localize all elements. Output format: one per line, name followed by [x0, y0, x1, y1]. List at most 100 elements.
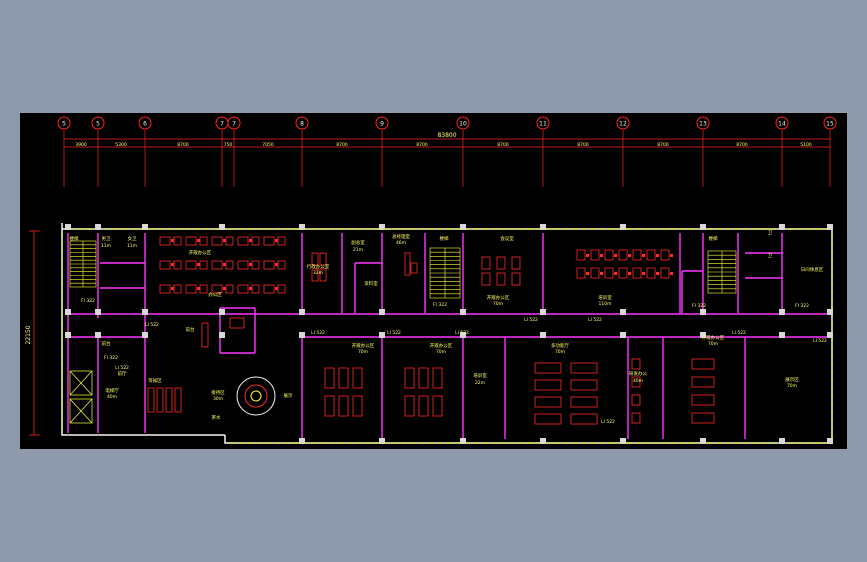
column: [379, 438, 385, 444]
axis-bubble: [775, 116, 789, 130]
axis-bubble: [375, 116, 389, 130]
room-label: 研发办公: [629, 370, 647, 377]
column: [460, 309, 466, 315]
chair: [614, 272, 617, 275]
desk: [159, 260, 171, 270]
desk: [263, 236, 275, 246]
column: [460, 224, 466, 230]
desk: [691, 358, 715, 370]
segment-dimension: 8700: [736, 142, 748, 148]
desk: [237, 260, 249, 270]
room-label: 开敞办公区: [702, 334, 725, 341]
room-label: 行政办公室: [307, 263, 330, 270]
desk: [534, 396, 562, 408]
desk: [618, 249, 628, 261]
axis-label: 8: [300, 121, 304, 128]
desk: [511, 256, 521, 270]
desk: [576, 267, 586, 279]
desk: [251, 284, 260, 294]
column: [299, 332, 305, 338]
room-label: LI 522: [524, 317, 538, 323]
room-label: 展示: [284, 393, 293, 399]
axis-bubble: [57, 116, 71, 130]
room-label: FI 322: [81, 298, 95, 304]
desk: [631, 358, 641, 370]
column: [540, 224, 546, 230]
column: [299, 438, 305, 444]
desk: [534, 362, 562, 374]
chair: [600, 254, 603, 257]
desk: [324, 367, 335, 389]
axis-label: 5: [62, 121, 66, 128]
axis-bubble: [138, 116, 152, 130]
room-label: 46m: [396, 240, 406, 246]
chair: [642, 272, 645, 275]
desk: [352, 367, 363, 389]
column: [779, 309, 785, 315]
segment-dimension: 7050: [262, 142, 274, 148]
desk: [534, 379, 562, 391]
axis-label: 5: [96, 121, 100, 128]
room-label: 30m: [213, 396, 223, 402]
chair: [223, 287, 226, 290]
room-label: 接待区: [211, 389, 225, 396]
room-label: 办公区: [208, 291, 222, 298]
column: [65, 332, 71, 338]
desk: [185, 284, 197, 294]
room-label: 70m: [555, 349, 565, 355]
desk: [251, 236, 260, 246]
desk: [570, 362, 598, 374]
segment-dimension: 8700: [497, 142, 509, 148]
column: [827, 224, 833, 230]
desk: [691, 376, 715, 388]
desk: [618, 267, 628, 279]
segment-dimension: 5100: [800, 142, 812, 148]
room-label: 11m: [127, 243, 137, 249]
room-label: 多功能厅: [551, 342, 569, 349]
column: [142, 224, 148, 230]
dimension-lines: [29, 138, 830, 436]
column: [779, 438, 785, 444]
desk: [211, 236, 223, 246]
room-label: 资料室: [364, 280, 378, 287]
stairs: [69, 240, 737, 299]
chair: [586, 254, 589, 257]
room-label: FI 322: [433, 302, 447, 308]
desk: [604, 267, 614, 279]
room-label: LI 522: [311, 330, 325, 336]
column: [142, 332, 148, 338]
axis-label: 7: [232, 121, 236, 128]
chair: [197, 287, 200, 290]
room-label: 楼梯: [440, 235, 449, 242]
room-label: LI 522: [145, 322, 159, 328]
axis-label: 15: [826, 121, 834, 128]
desk: [277, 236, 286, 246]
desk: [432, 367, 443, 389]
desk: [263, 260, 275, 270]
desk: [229, 317, 245, 329]
room-label: 70m: [436, 349, 446, 355]
column: [827, 438, 833, 444]
elevator-2: [69, 398, 93, 424]
desk: [199, 236, 208, 246]
column: [65, 309, 71, 315]
desk: [418, 395, 429, 417]
room-label: 32m: [313, 270, 323, 276]
desk: [237, 284, 249, 294]
column: [779, 224, 785, 230]
room-label: LI 522: [601, 419, 615, 425]
desk: [324, 395, 335, 417]
column: [620, 438, 626, 444]
room-label: LI 522: [387, 330, 401, 336]
room-label: 70m: [358, 349, 368, 355]
room-label: 21m: [353, 247, 363, 253]
desk: [631, 376, 641, 388]
room-label: 开敞办公区: [487, 294, 510, 301]
desk: [646, 267, 656, 279]
room-label: LI 522: [455, 330, 469, 336]
column: [219, 309, 225, 315]
room-label: 11m: [101, 243, 111, 249]
chair: [275, 239, 278, 242]
